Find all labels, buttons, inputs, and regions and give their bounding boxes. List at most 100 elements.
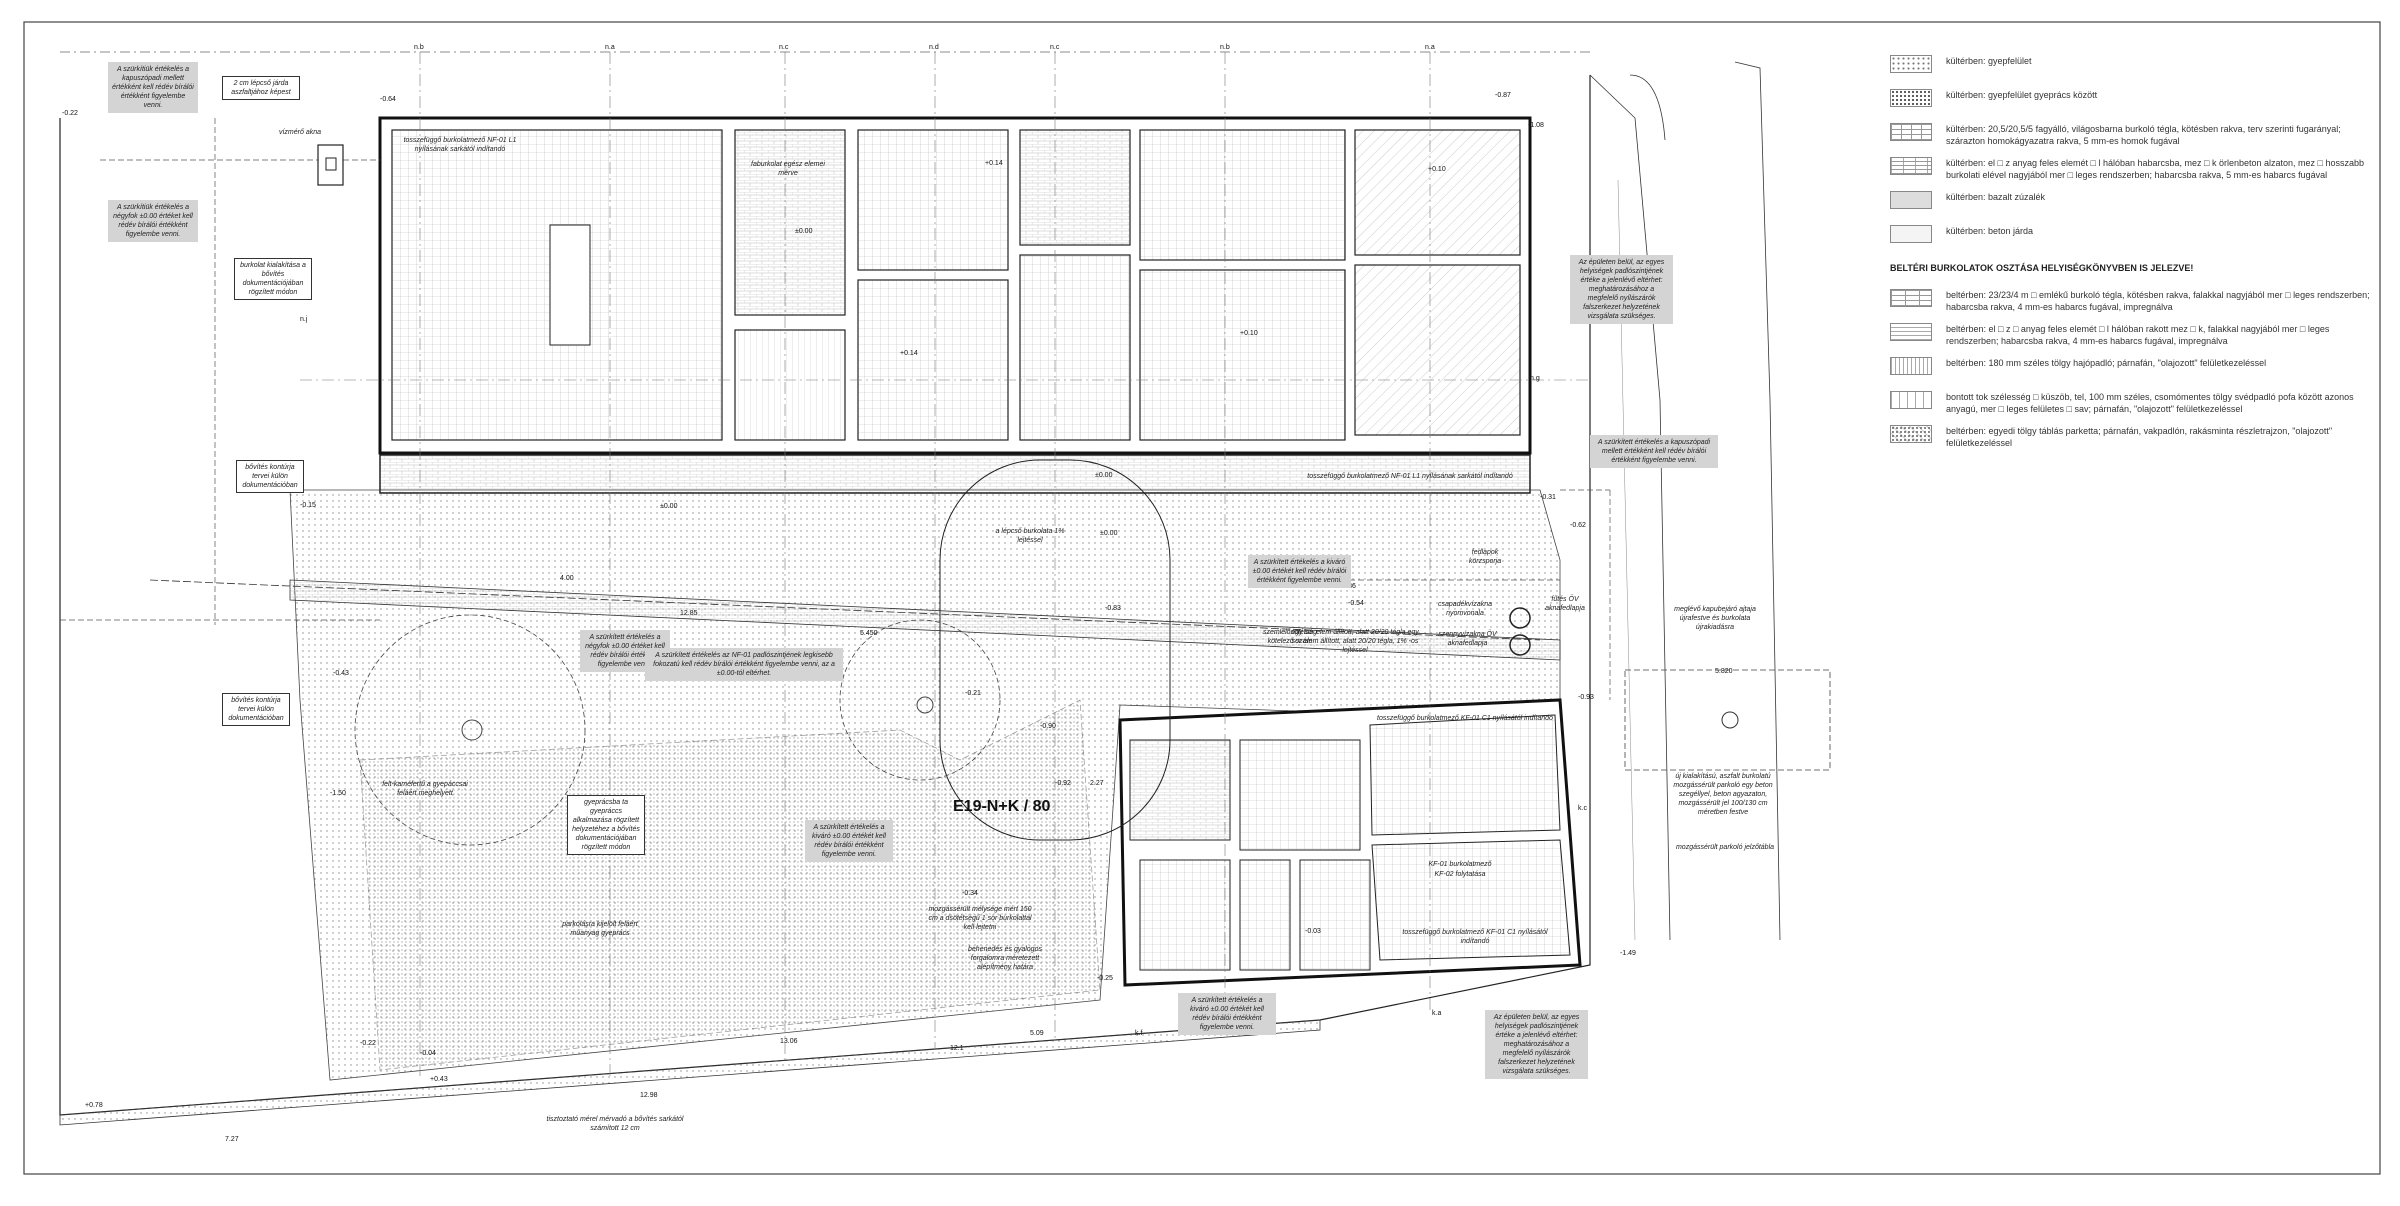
level-30: +0.43 — [430, 1076, 448, 1083]
legend-swatch — [1890, 157, 1932, 175]
label-19: KF-01 burkolatmező — [1428, 861, 1492, 868]
dimension-9: 5.450 — [860, 630, 878, 637]
legend-text: beltérben: 23/23/4 m □ emlékű burkoló té… — [1946, 290, 2370, 312]
tag-3: bővítés kontúrja tervei külön dokumentác… — [236, 460, 304, 493]
legend-text: bontott tok szélesség □ küszöb, tel, 100… — [1946, 392, 2354, 414]
tag-4: bővítés kontúrja tervei külön dokumentác… — [222, 693, 290, 726]
label-2: tisztoztató mérel mérvadó a bővítés sark… — [546, 1116, 684, 1132]
level-9: ±0.00 — [660, 503, 678, 510]
label-21: felt-kaméfertű a gyepáccsai feláért megh… — [382, 781, 468, 797]
label-15: csapadékvízakna nyomvonala — [1437, 601, 1493, 617]
note-7: A szürkített értékelés a kiváró ±0.00 ér… — [1248, 555, 1351, 588]
level-6: +0.10 — [1428, 166, 1446, 173]
note-9: Az épületen belül, az egyes helyiségek p… — [1485, 1010, 1588, 1079]
level-5: +0.14 — [985, 160, 1003, 167]
legend-heading: BELTÉRI BURKOLATOK OSZTÁSA HELYISÉGKÖNYV… — [1890, 263, 2194, 273]
label-12: szemlélősötétség kötelező szám — [1262, 629, 1318, 645]
dimension-7: 5.820 — [1715, 668, 1733, 675]
label-16: szennyvízakna ÖV aknafedlapja — [1438, 631, 1497, 647]
north-building — [378, 116, 1532, 455]
note-4: A szürkített értékelés a kapuszópadi mel… — [1590, 435, 1718, 468]
note-3: Az épületen belül, az egyes helyiségek p… — [1570, 255, 1673, 324]
dimension-1: 12.98 — [640, 1092, 658, 1099]
note-1: A szürkítiük értékelés a kapuszópadi mel… — [108, 62, 198, 113]
label-18: faburkolat egész elemei mérve — [751, 161, 825, 177]
legend-swatch — [1890, 323, 1932, 341]
label-10: parkoláşra kijelölt feláért műanyag gyep… — [562, 921, 638, 937]
legend-text: beltérben: 180 mm széles tölgy hajópadló… — [1946, 358, 2267, 368]
level-21: -0.03 — [1305, 928, 1321, 935]
legend-item-grass-grid: kültérben: gyepfelület gyeprács között — [1890, 89, 2370, 113]
label-23: mozgássérült mélysége mért 150 cm a dsöt… — [928, 906, 1032, 931]
grid-label-top-4: n.d — [929, 44, 939, 51]
label-22: behenedés és gyalogos forgalomra méretez… — [968, 946, 1042, 971]
legend-item-interior-stone: beltérben: el □ z □ anyag feles elemét □… — [1890, 323, 2370, 347]
grid-label-side-1: n.g — [1530, 375, 1540, 382]
legend-text: beltérben: el □ z □ anyag feles elemét □… — [1946, 324, 2330, 346]
level-19: +0.78 — [85, 1102, 103, 1109]
legend-text: beltérben: egyedi tölgy táblás parketta;… — [1946, 426, 2333, 448]
legend-swatch — [1890, 89, 1932, 107]
level-26: ±0.00 — [1100, 530, 1118, 537]
label-3: tosszefüggő burkolatmező NF-01 L1 nyílás… — [403, 137, 517, 153]
legend-swatch — [1890, 289, 1932, 307]
level-11: -0.62 — [1570, 522, 1586, 529]
level-28: +0.10 — [1240, 330, 1258, 337]
legend-swatch — [1890, 425, 1932, 443]
note-10: A szürkített értékelés a kiváró ±0.00 ér… — [1178, 993, 1276, 1035]
legend-item-parquet: beltérben: egyedi tölgy táblás parketta;… — [1890, 425, 2370, 449]
legend-text: kültérben: el □ z anyag feles elemét □ l… — [1946, 158, 2364, 180]
note-2: A szürkítiük értékelés a négyfok ±0.00 é… — [108, 200, 198, 242]
dimension-4: 13.06 — [780, 1038, 798, 1045]
legend-text: kültérben: gyepfelület — [1946, 56, 2032, 66]
legend-item-basalt: kültérben: bazalt zúzalék — [1890, 191, 2370, 215]
legend-item-brick: kültérben: 20,5/20,5/5 fagyálló, világos… — [1890, 123, 2370, 147]
label-13: fedlapok körzsporja — [1468, 549, 1502, 565]
level-29: -0.04 — [420, 1050, 436, 1057]
level-13: -0.83 — [1105, 605, 1121, 612]
legend-swatch — [1890, 225, 1932, 243]
level-2: -0.64 — [380, 96, 396, 103]
legend-text: kültérben: gyepfelület gyeprács között — [1946, 90, 2098, 100]
south-building — [1118, 698, 1582, 987]
level-18: -0.43 — [333, 670, 349, 677]
lawn-area — [359, 699, 1101, 1071]
grid-label-side-2: n.j — [300, 316, 308, 323]
grid-label-top-1: n.b — [414, 44, 424, 51]
grid-label-top-6: n.b — [1220, 44, 1230, 51]
level-8: -0.15 — [300, 502, 316, 509]
level-3: -0.87 — [1495, 92, 1511, 99]
level-24: -0.25 — [1097, 975, 1113, 982]
legend-swatch — [1890, 357, 1932, 375]
level-31: -0.21 — [965, 690, 981, 697]
dimension-8: 7.27 — [225, 1136, 239, 1143]
label-1: vízmérő akna — [278, 129, 322, 136]
tag-2: burkolat kialakítása a bővítés dokumentá… — [234, 258, 312, 300]
label-11: a lépcső burkolata 1% lejtéssel — [995, 528, 1065, 544]
level-22: -0.34 — [962, 890, 978, 897]
legend-swatch — [1890, 55, 1932, 73]
tag-1: 2 cm lépcső járda aszfaltjához képest — [222, 76, 300, 100]
legend-text: kültérben: 20,5/20,5/5 fagyálló, világos… — [1946, 124, 2341, 146]
legend-item-stone: kültérben: el □ z anyag feles elemét □ l… — [1890, 157, 2370, 181]
legend: kültérben: gyepfelület kültérben: gyepfe… — [1890, 55, 2370, 459]
level-16: -0.90 — [1040, 723, 1056, 730]
dimension-5: 4.00 — [560, 575, 574, 582]
label-5: tosszefüggő burkolatmező KF-01 C1 nyílás… — [1377, 715, 1553, 722]
label-4: tosszefüggő burkolatmező NF-01 L1 nyílás… — [1307, 473, 1513, 480]
legend-item-grass: kültérben: gyepfelület — [1890, 55, 2370, 79]
grid-label-side-3: k.c — [1578, 805, 1587, 812]
level-25: -1.50 — [330, 790, 346, 797]
tag-5: gyeprácsba ta gyepráccs alkalmazása rögz… — [567, 795, 645, 855]
legend-text: kültérben: beton járda — [1946, 226, 2034, 236]
legend-item-oak-plank: beltérben: 180 mm széles tölgy hajópadló… — [1890, 357, 2370, 381]
note-8: A szürkített értékelés a kiváró ±0.00 ér… — [805, 820, 893, 862]
level-7: ±0.00 — [795, 228, 813, 235]
label-14: fűtés ÖV aknafedlapja — [1545, 596, 1585, 612]
grid-label-bottom-2: k.a — [1432, 1010, 1442, 1017]
level-17: -0.93 — [1578, 694, 1594, 701]
grid-label-top-5: n.c — [1050, 44, 1060, 51]
grid-label-bottom-1: k.f — [1135, 1030, 1143, 1037]
grid-label-top-2: n.a — [605, 44, 615, 51]
level-32: -0.22 — [360, 1040, 376, 1047]
